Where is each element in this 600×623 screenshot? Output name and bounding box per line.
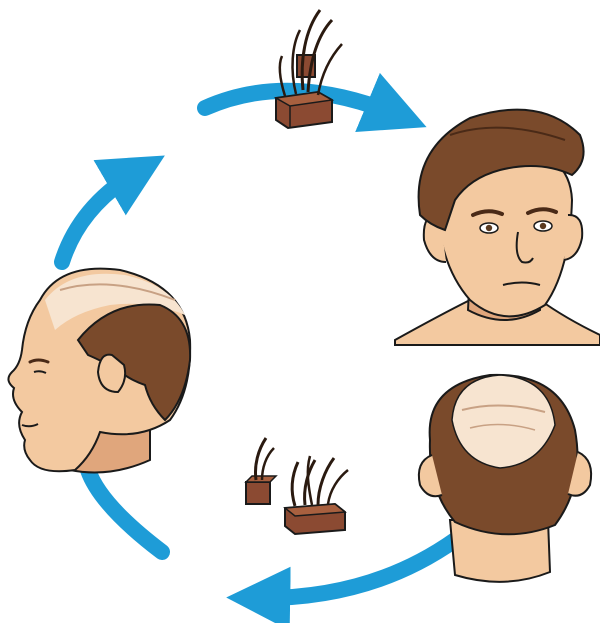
arrow-left-up-icon <box>54 155 165 270</box>
single-follicle-graft-icon <box>273 9 343 130</box>
arrow-bottom-left-icon <box>226 532 463 623</box>
balding-man-profile-icon <box>7 267 192 474</box>
follicle-grafts-pair-icon <box>244 437 349 536</box>
arrow-left-bottom-icon <box>80 462 170 560</box>
balding-head-back-icon <box>417 373 593 583</box>
man-full-hair-front-icon <box>394 108 600 346</box>
